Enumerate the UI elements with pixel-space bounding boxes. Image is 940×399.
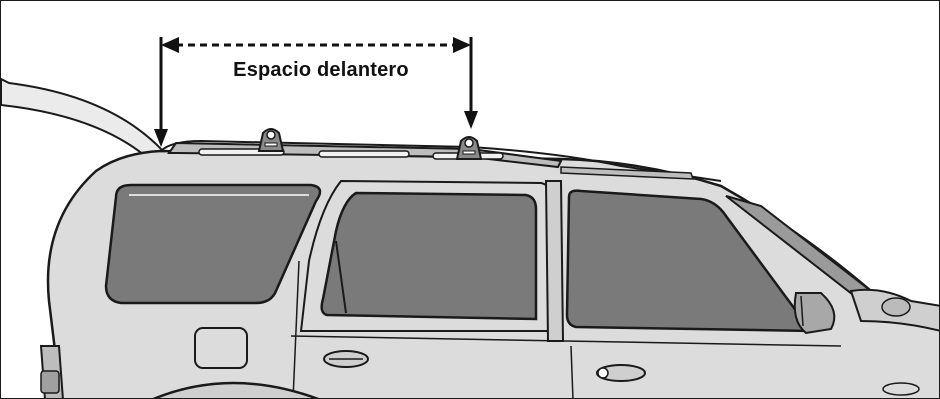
front-door-window [565, 189, 814, 333]
roof-rail-front [560, 166, 695, 180]
rear-mount-arrow [154, 37, 168, 147]
dimension-line [161, 37, 471, 53]
front-mount-arrow [464, 37, 478, 129]
b-pillar [544, 180, 565, 342]
rear-crossbar-foot [257, 128, 285, 152]
open-tailgate [1, 77, 165, 163]
roof-line [160, 139, 722, 182]
rear-door-handle [323, 350, 369, 368]
rear-door-window [320, 191, 538, 321]
front-crossbar-foot [455, 136, 483, 160]
roof-rail-slot-2 [318, 150, 410, 158]
fuel-door [194, 327, 248, 369]
front-door-handle [596, 364, 646, 382]
measurement-label: Espacio delantero [233, 59, 409, 81]
side-mirror [793, 292, 836, 335]
rear-quarter-window [104, 183, 322, 305]
rear-wheel-arch [152, 381, 320, 398]
